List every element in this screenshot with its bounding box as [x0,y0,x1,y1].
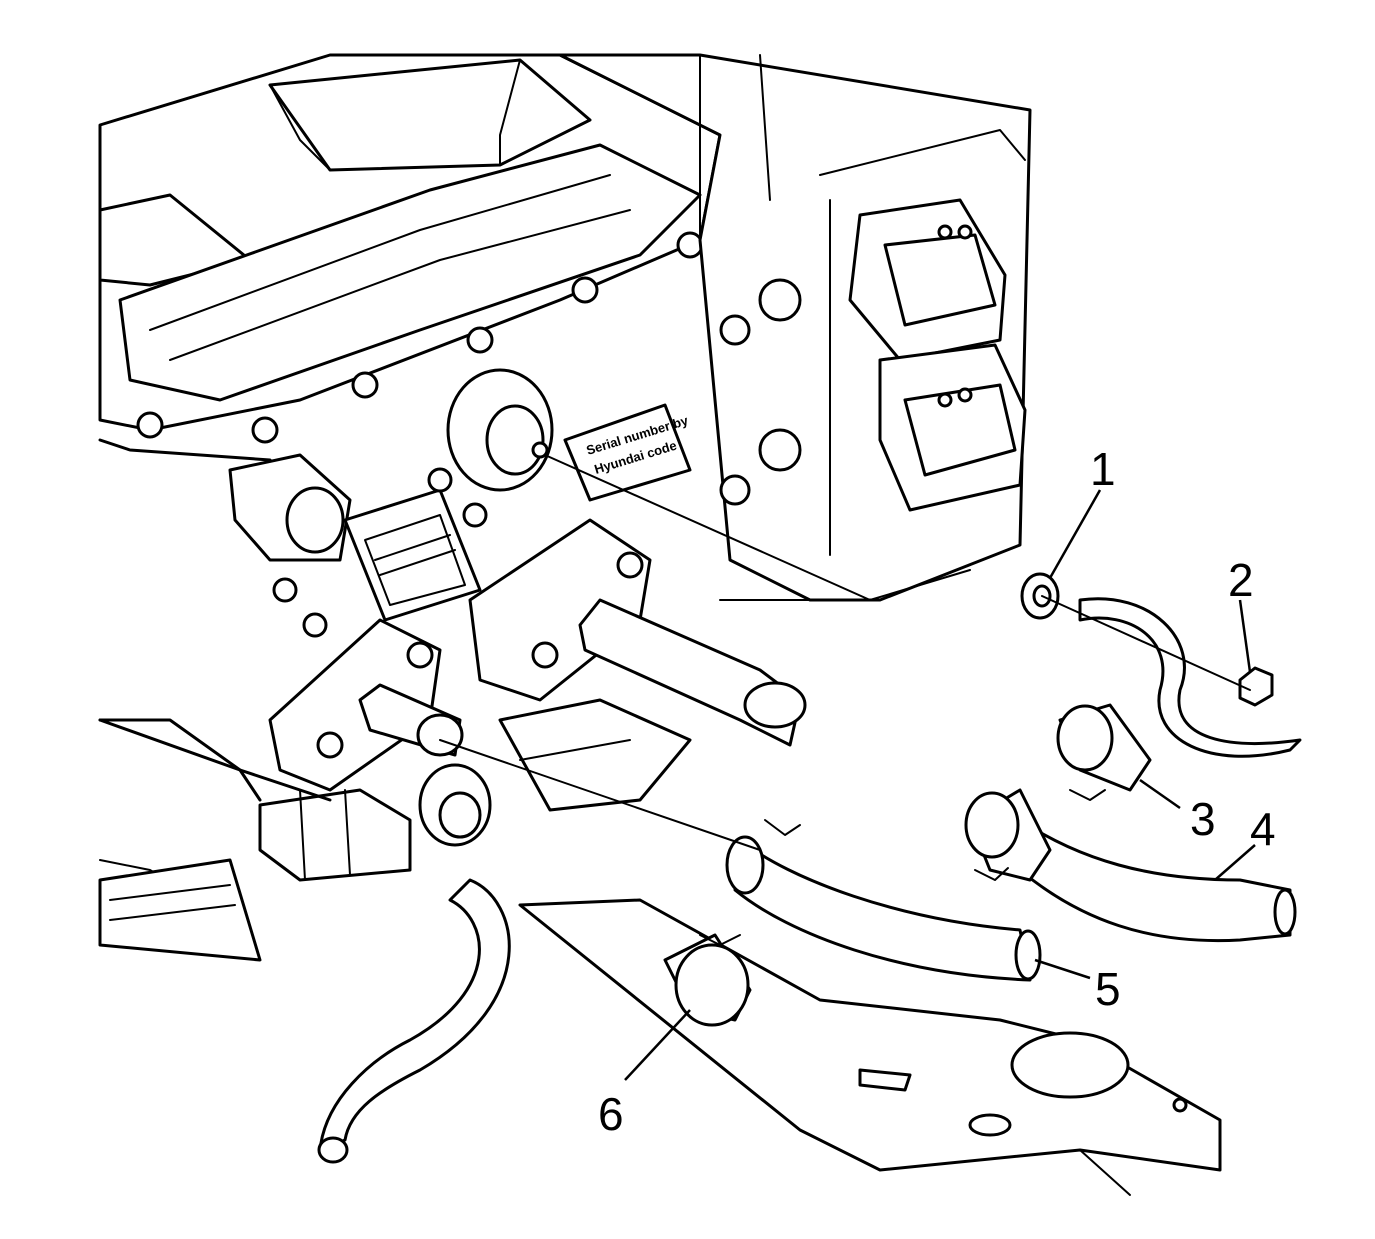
leader-2 [1238,599,1252,673]
coolant-hose-lower [318,878,511,1152]
part-2-nut [1238,666,1274,707]
part-3-hose-clamp [1056,703,1152,801]
part-4-hose-clamp [964,788,1052,882]
leader-4 [1214,844,1256,881]
electrical-connector [272,467,488,638]
coolant-hose-4 [1018,818,1292,943]
pipe-axis-line [439,739,761,851]
mounting-boss [228,453,352,562]
callout-2: 2 [1228,554,1254,606]
right-module [558,53,1032,602]
coolant-bracket-assembly [98,518,807,882]
stud-to-nut-line [1041,595,1251,691]
leader-1 [1048,489,1102,579]
outlet-port [446,368,554,492]
callout-3: 3 [1190,793,1216,845]
callout-1: 1 [1090,443,1116,495]
serial-label-plate: Serial number by Hyundai code [563,403,692,502]
part-5-clamp-tab [764,819,801,836]
callout-4: 4 [1250,803,1276,855]
leader-3 [1139,778,1181,810]
leader-5 [1034,958,1091,980]
callout-6: 6 [598,1088,624,1140]
part-6-hose-clamp [663,933,752,1027]
stud-axis-line [544,454,971,601]
leader-6 [624,1009,691,1081]
callout-5: 5 [1095,963,1121,1015]
inverter-housing [98,53,722,962]
coolant-hose-upper [1078,597,1302,758]
part-1-washer [1020,572,1060,620]
